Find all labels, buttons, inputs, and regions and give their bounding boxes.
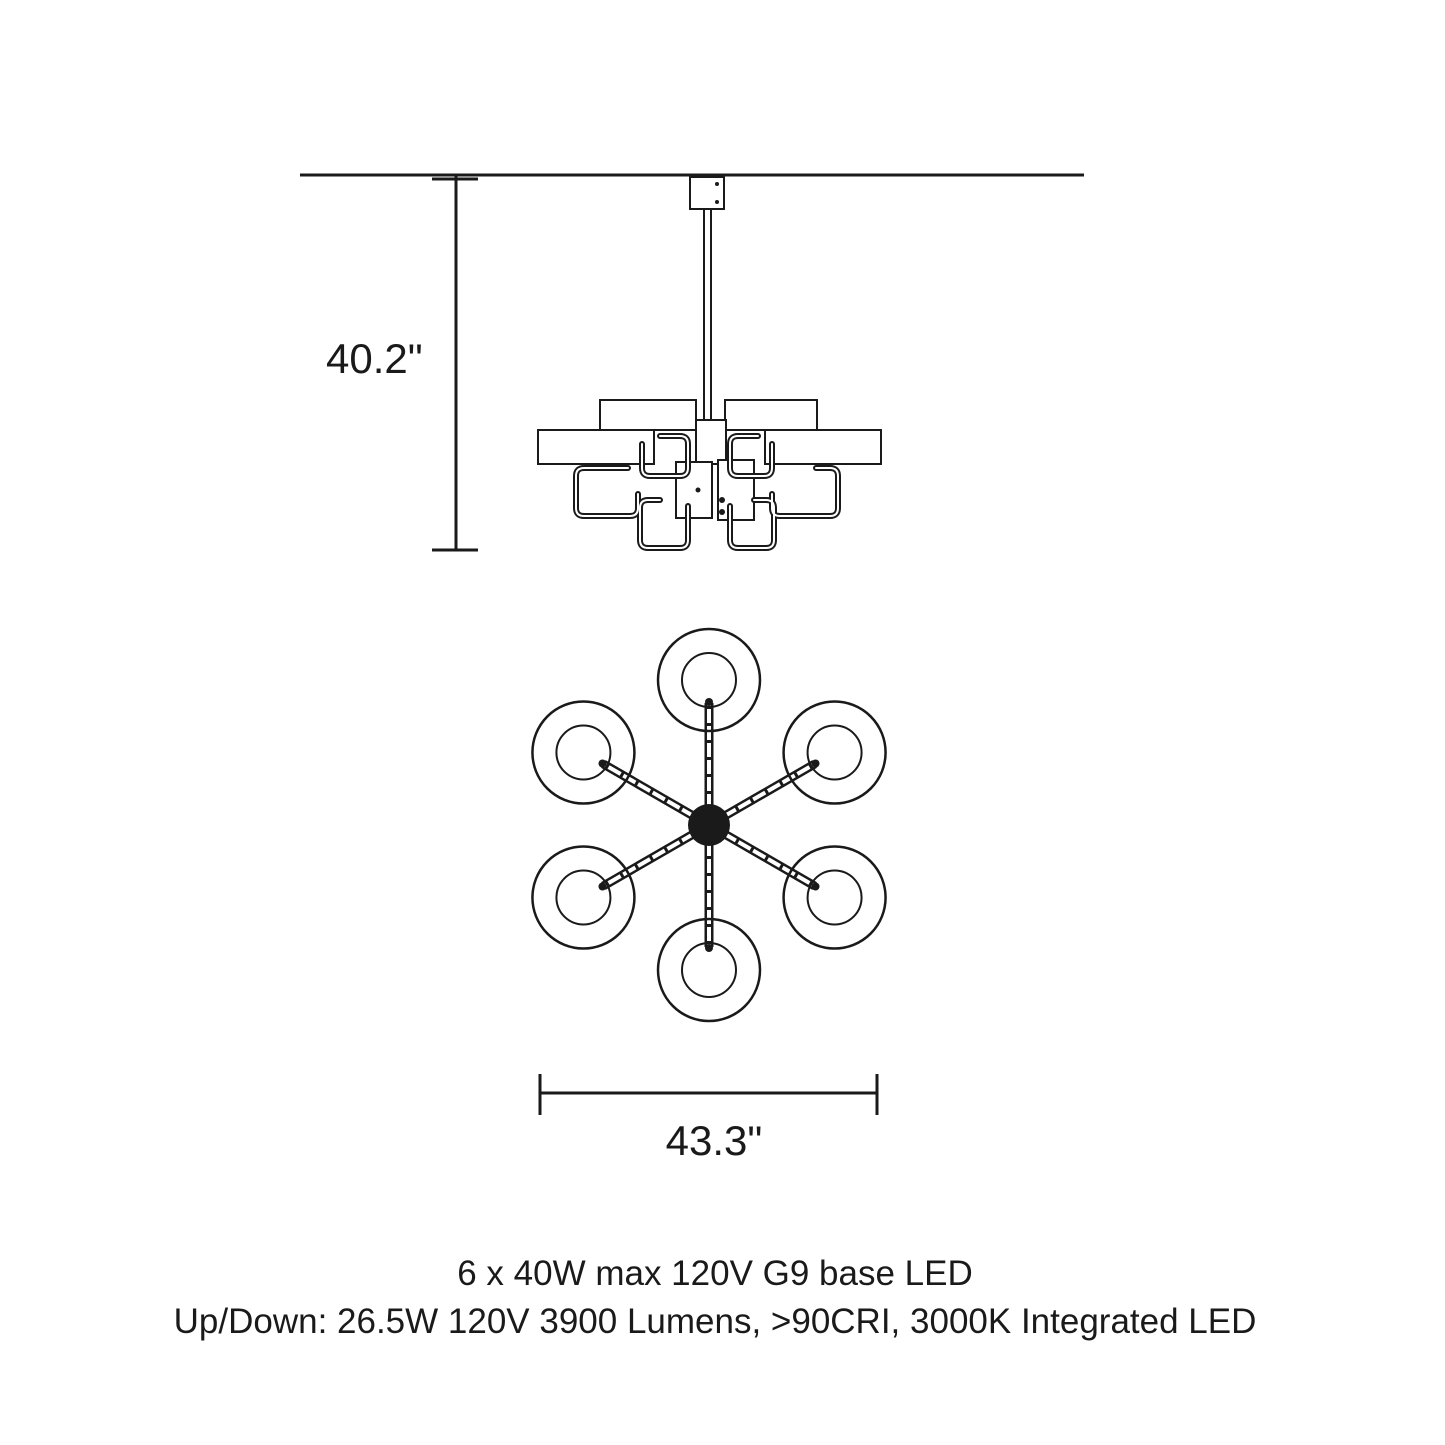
arm-joint [811, 759, 820, 768]
canopy [689, 176, 725, 210]
width-dimension-label: 43.3" [665, 1117, 763, 1164]
arm-joint [705, 698, 713, 706]
spec-line-2: Up/Down: 26.5W 120V 3900 Lumens, >90CRI,… [173, 1302, 1257, 1341]
shade-inner-ring [681, 942, 737, 998]
shade-outer-ring [656, 917, 762, 1023]
arm-joint [598, 882, 607, 891]
spec-line-1: 6 x 40W max 120V G9 base LED [457, 1254, 973, 1293]
side-view [300, 173, 1084, 552]
center-hub [688, 804, 730, 846]
arms-inner [575, 435, 839, 549]
arm-joint [811, 882, 820, 891]
shades [537, 399, 882, 465]
height-dimension-line [432, 176, 478, 552]
shade-inner-ring [806, 869, 863, 926]
shade-inner-ring [681, 652, 737, 708]
shade-outer-ring [531, 845, 636, 950]
shade-inner-ring [806, 724, 863, 781]
height-dimension-label: 40.2" [326, 335, 423, 382]
arm-joint [598, 759, 607, 768]
down-rod [703, 209, 712, 420]
shade-inner-ring [555, 869, 612, 926]
top-view [531, 627, 887, 1023]
shade-outer-ring [782, 700, 887, 805]
arm-joint [705, 944, 713, 952]
shade-inner-ring [555, 724, 612, 781]
hub [675, 419, 755, 521]
top-view-shades [531, 627, 887, 1023]
shade-outer-ring [531, 700, 636, 805]
shade-outer-ring [782, 845, 887, 950]
shade-outer-ring [656, 627, 762, 733]
width-dimension-line [538, 1074, 879, 1115]
